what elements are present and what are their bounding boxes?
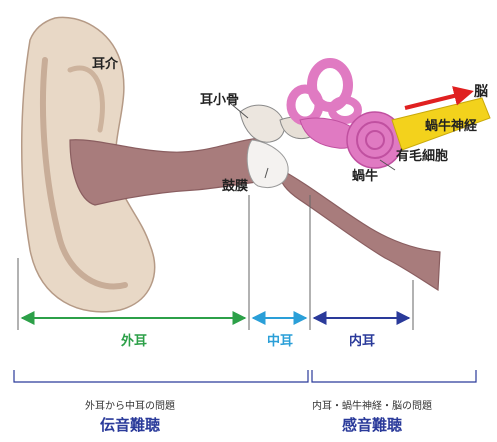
section-outer-ear: 外耳 bbox=[120, 333, 147, 349]
label-auricle: 耳介 bbox=[92, 56, 119, 72]
label-cochlea: 蝸牛 bbox=[352, 168, 378, 184]
label-brain: 脳 bbox=[474, 83, 488, 100]
sensorineural-title: 感音難聴 bbox=[342, 416, 402, 434]
sensorineural-bracket bbox=[312, 370, 476, 382]
section-inner-ear: 内耳 bbox=[349, 333, 375, 349]
label-hair-cells: 有毛細胞 bbox=[396, 148, 448, 164]
conductive-description: 外耳から中耳の問題 bbox=[85, 399, 175, 412]
conductive-bracket bbox=[14, 370, 308, 382]
section-middle-ear: 中耳 bbox=[267, 333, 293, 349]
label-ossicles: 耳小骨 bbox=[200, 93, 239, 108]
labyrinth-shape bbox=[291, 63, 403, 168]
label-eardrum: 鼓膜 bbox=[222, 178, 248, 194]
label-cochlear-nerve: 蝸牛神経 bbox=[425, 118, 478, 134]
eardrum-shape bbox=[247, 140, 288, 187]
sensorineural-description: 内耳・蝸牛神経・脳の問題 bbox=[312, 399, 432, 412]
conductive-title: 伝音難聴 bbox=[100, 416, 160, 434]
